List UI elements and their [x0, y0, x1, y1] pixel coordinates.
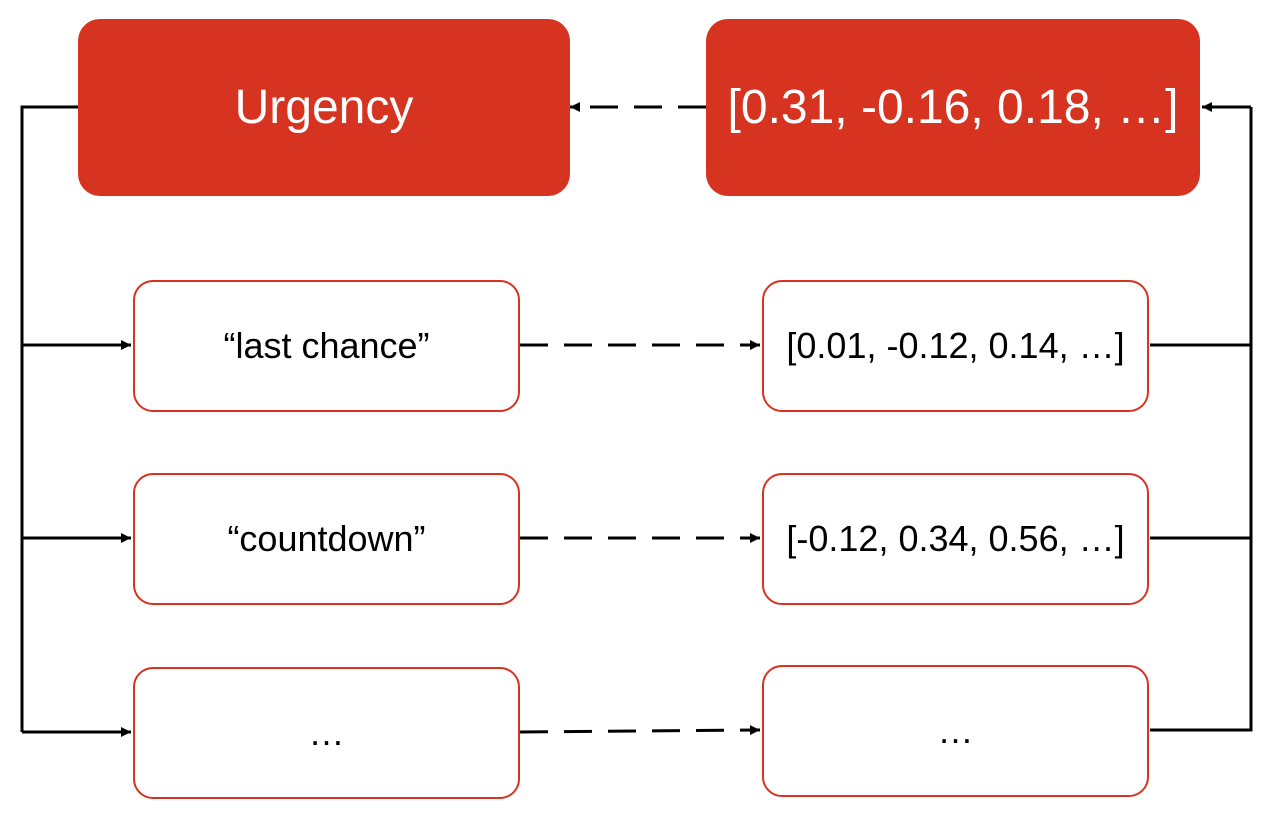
vector-box-1: [0.01, -0.12, 0.14, …] — [762, 280, 1149, 412]
phrase-box-1: “last chance” — [133, 280, 520, 412]
phrase-text-3: … — [308, 712, 345, 753]
vector-text-1: [0.01, -0.12, 0.14, …] — [786, 325, 1125, 366]
right-trunk-line — [1150, 107, 1253, 732]
embed-arrow-row-3 — [519, 725, 761, 736]
phrase-text-1: “last chance” — [223, 325, 430, 366]
concept-label: Urgency — [234, 81, 414, 134]
concept-vector: [0.31, -0.16, 0.18, …] — [727, 81, 1179, 134]
vector-text-3: … — [937, 710, 974, 751]
vector-box-2: [-0.12, 0.34, 0.56, …] — [762, 473, 1149, 605]
phrase-box-2: “countdown” — [133, 473, 520, 605]
vector-box-3: … — [762, 665, 1149, 797]
phrase-text-2: “countdown” — [227, 518, 426, 559]
vector-text-2: [-0.12, 0.34, 0.56, …] — [786, 518, 1125, 559]
left-trunk-line — [20, 105, 78, 732]
phrase-box-3: … — [133, 667, 520, 799]
concept-label-box: Urgency — [78, 19, 570, 196]
concept-vector-box: [0.31, -0.16, 0.18, …] — [706, 19, 1200, 196]
